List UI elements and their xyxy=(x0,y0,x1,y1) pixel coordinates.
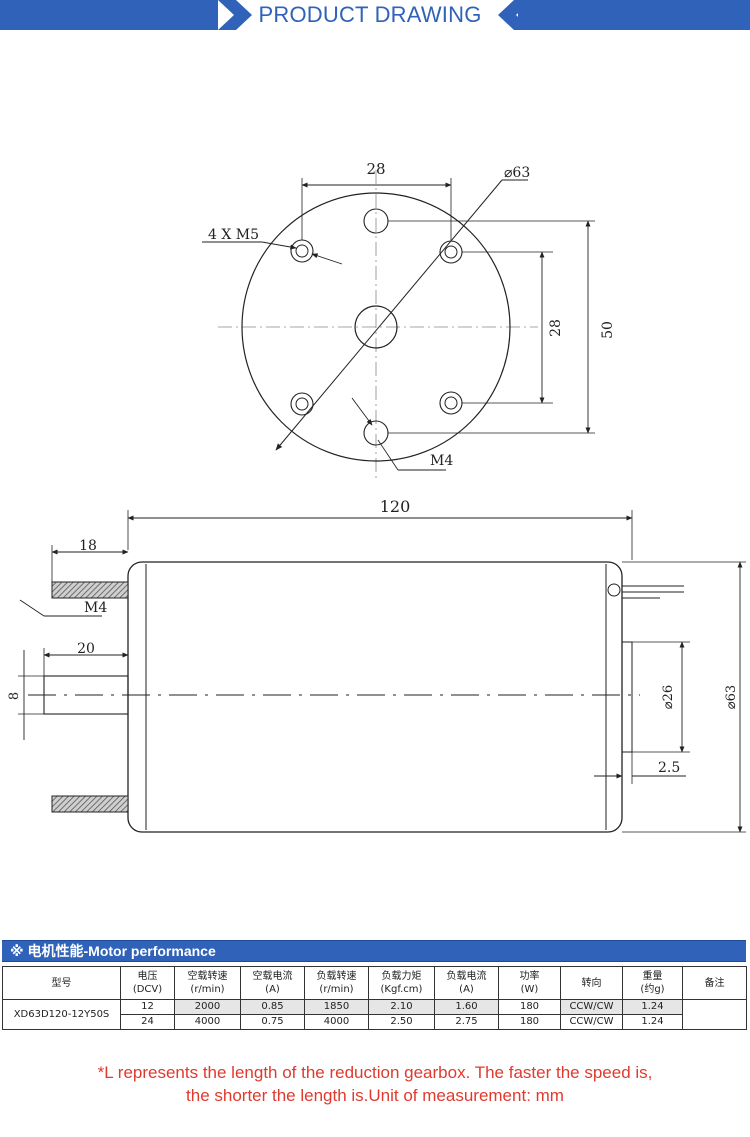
performance-section: ※ 电机性能-Motor performance 型号 电压(DCV) 空载转速… xyxy=(2,940,747,1030)
banner-bar-right xyxy=(518,0,750,30)
side-view xyxy=(18,510,746,833)
dim-shaft-thread: M4 xyxy=(84,600,107,616)
table-cell: 2000 xyxy=(174,999,241,1015)
table-row: 24 4000 0.75 4000 2.50 2.75 180 CCW/CW 1… xyxy=(3,1014,747,1030)
dim-outer-diameter: ⌀63 xyxy=(504,165,530,181)
motor-body xyxy=(127,561,623,833)
center-hole xyxy=(354,305,398,349)
table-cell: 2.75 xyxy=(434,1014,499,1030)
col-voltage: 电压(DCV) xyxy=(120,966,175,1000)
rear-boss xyxy=(621,641,633,753)
table-cell: 12 xyxy=(120,999,175,1015)
mount-hole xyxy=(290,392,314,416)
performance-table: 型号 电压(DCV) 空载转速(r/min) 空载电流(A) 负载转速(r/mi… xyxy=(2,966,747,1030)
col-weight: 重量(约g) xyxy=(622,966,683,1000)
table-cell: 4000 xyxy=(174,1014,241,1030)
banner-bar-left xyxy=(0,0,218,30)
col-noload-speed: 空载转速(r/min) xyxy=(174,966,241,1000)
table-cell: 1.24 xyxy=(622,999,683,1015)
dim-boss-height: 2.5 xyxy=(658,760,680,776)
dim-shaft-length: 20 xyxy=(77,641,95,657)
footnote-line-2: the shorter the length is.Unit of measur… xyxy=(186,1086,564,1105)
dim-center-hole: M4 xyxy=(430,453,453,469)
table-cell: CCW/CW xyxy=(560,999,623,1015)
col-noload-current: 空载电流(A) xyxy=(240,966,305,1000)
dim-body-diameter: ⌀63 xyxy=(724,685,739,709)
col-load-speed: 负载转速(r/min) xyxy=(304,966,369,1000)
dim-shaft-diameter: 8 xyxy=(7,692,22,700)
dim-rear-boss: ⌀26 xyxy=(661,685,676,709)
dim-vertical-pitch: 28 xyxy=(548,319,564,337)
col-power: 功率(W) xyxy=(498,966,561,1000)
table-cell: 1.24 xyxy=(622,1014,683,1030)
table-cell: 1.60 xyxy=(434,999,499,1015)
table-cell: 0.85 xyxy=(240,999,305,1015)
table-cell: 1850 xyxy=(304,999,369,1015)
front-view xyxy=(202,170,595,480)
dim-holes: 4 X M5 xyxy=(208,227,259,243)
table-cell: 180 xyxy=(498,1014,561,1030)
mount-hole xyxy=(439,240,463,264)
col-remark: 备注 xyxy=(682,966,747,1000)
dim-top-width: 28 xyxy=(366,160,385,178)
technical-drawing: 28 ⌀63 4 X M5 50 28 M4 xyxy=(7,160,746,833)
mount-hole xyxy=(439,391,463,415)
footnote: *L represents the length of the reductio… xyxy=(0,1061,750,1107)
mount-stub xyxy=(51,581,129,599)
col-load-current: 负载电流(A) xyxy=(434,966,499,1000)
dim-length: 120 xyxy=(380,497,411,516)
table-cell: CCW/CW xyxy=(560,1014,623,1030)
chevron-right-icon xyxy=(218,0,252,30)
table-cell: 4000 xyxy=(304,1014,369,1030)
col-model: 型号 xyxy=(2,966,121,1000)
cell-model: XD63D120-12Y50S xyxy=(2,999,121,1030)
flange-outline xyxy=(241,192,511,462)
mount-hole xyxy=(290,239,314,263)
cell-remark xyxy=(682,999,747,1030)
table-header-row: 型号 电压(DCV) 空载转速(r/min) 空载电流(A) 负载转速(r/mi… xyxy=(2,966,747,1000)
performance-title: ※ 电机性能-Motor performance xyxy=(2,940,746,962)
mount-stub xyxy=(51,795,129,813)
col-direction: 转向 xyxy=(560,966,623,1000)
dim-shaft-projection: 18 xyxy=(79,538,97,554)
table-cell: 180 xyxy=(498,999,561,1015)
table-row: XD63D120-12Y50S 12 2000 0.85 1850 2.10 1… xyxy=(2,999,747,1030)
table-cell: 24 xyxy=(120,1014,175,1030)
footnote-line-1: *L represents the length of the reductio… xyxy=(97,1063,653,1082)
table-cell: 0.75 xyxy=(240,1014,305,1030)
col-load-torque: 负载力矩(Kgf.cm) xyxy=(368,966,435,1000)
dim-vertical-span: 50 xyxy=(600,321,616,339)
table-cell: 2.10 xyxy=(368,999,435,1015)
table-cell: 2.50 xyxy=(368,1014,435,1030)
banner-title: PRODUCT DRAWING xyxy=(258,2,482,27)
section-banner: PRODUCT DRAWING xyxy=(0,0,750,34)
